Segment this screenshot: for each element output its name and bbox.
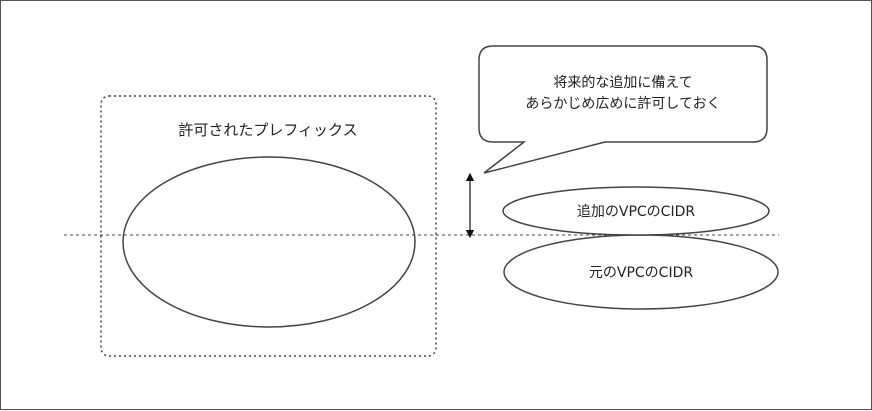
callout-text-line-2: あらかじめ広めに許可しておく [525,96,720,112]
allowed-prefix-box [100,95,437,357]
callout-bubble [478,45,768,174]
additional-cidr-label: 追加のVPCのCIDR [577,204,695,220]
allowed-prefix-label: 許可されたプレフィックス [178,121,357,139]
additional-cidr-ellipse [502,186,770,236]
allowed-prefix-ellipse [122,156,416,328]
original-cidr-label: 元のVPCのCIDR [589,265,693,281]
callout-text-line-1: 将来的な追加に備えて [553,75,692,91]
